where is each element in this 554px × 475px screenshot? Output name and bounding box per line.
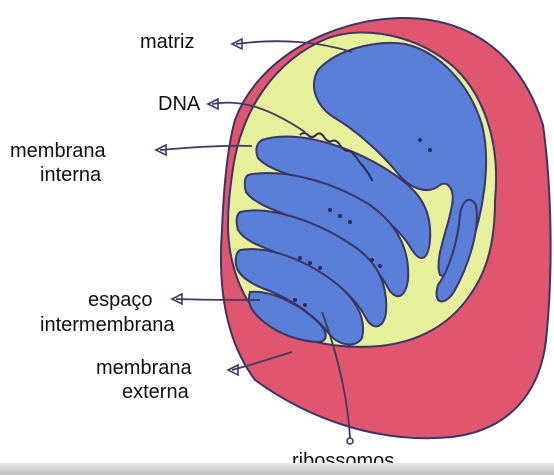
label-membrana-externa-1: membrana [96,357,192,379]
label-espaco-1: espaço [88,289,153,311]
label-membrana-externa-2: externa [122,381,190,403]
label-espaco-2: intermembrana [40,314,175,336]
label-matriz: matriz [140,31,194,53]
bottom-edge-strip [0,463,554,475]
label-membrana-interna-1: membrana [10,140,106,162]
label-membrana-interna-2: interna [40,164,102,186]
ribossomos-dot [347,438,353,444]
pointer-espaco [176,299,260,300]
label-dna: DNA [158,93,201,115]
